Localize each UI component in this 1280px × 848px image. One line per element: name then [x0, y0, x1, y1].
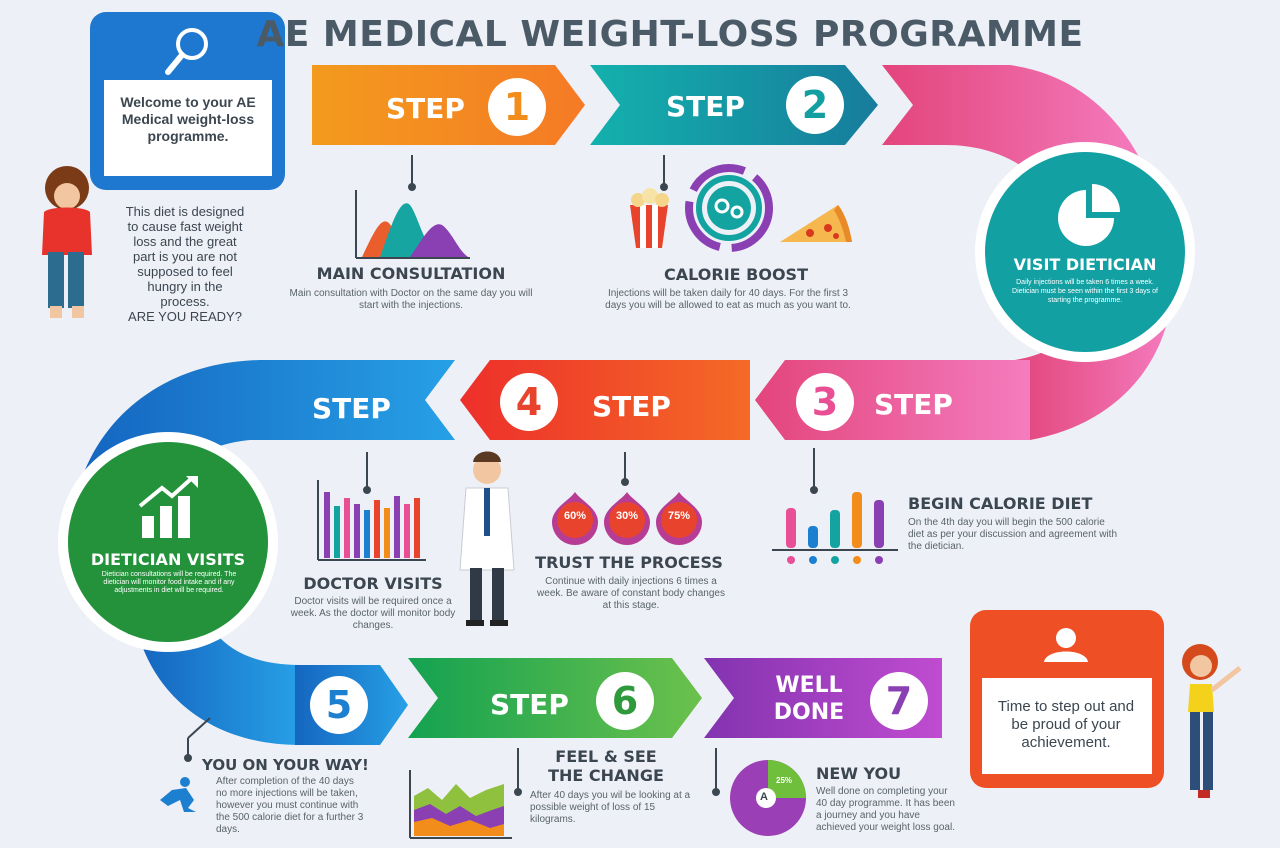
visit-dietician-heading: VISIT DIETICIAN — [1013, 255, 1157, 274]
calorie-boost-text: Injections will be taken daily for 40 da… — [605, 288, 851, 311]
drops-group — [552, 492, 702, 546]
calorie-boost-heading: CALORIE BOOST — [664, 265, 808, 284]
achievement-text: Time to step out and be proud of your ac… — [997, 698, 1135, 751]
new-you-text: Well done on completing your 40 day prog… — [816, 786, 955, 833]
step6-label: STEP — [490, 688, 569, 721]
doctor-figure — [459, 451, 515, 626]
pie-percent-label: 25% — [776, 776, 793, 785]
begin-calorie-heading: BEGIN CALORIE DIET — [908, 494, 1093, 513]
woman-after-figure — [1182, 644, 1242, 798]
stacked-area-icon — [409, 770, 512, 839]
main-consultation-text: Main consultation with Doctor on the sam… — [289, 288, 533, 311]
doctor-visits-text: Doctor visits will be required once a we… — [290, 596, 456, 631]
step3-number: 3 — [796, 373, 854, 431]
dietician-visits-text: Dietician consultations will be required… — [101, 571, 237, 594]
feel-see-text: After 40 days you wil be looking at a po… — [530, 790, 691, 825]
step4-label: STEP — [592, 390, 671, 423]
woman-before-figure — [42, 166, 92, 318]
trust-process-text: Continue with daily injections 6 times a… — [537, 576, 725, 611]
dietician-visits-heading: DIETICIAN VISITS — [90, 550, 246, 569]
visit-dietician-text: Daily injections will be taken 6 times a… — [1012, 279, 1158, 304]
step2-label: STEP — [666, 90, 745, 123]
popcorn-icon — [630, 188, 669, 248]
drop-2-label: 30% — [615, 510, 639, 522]
step2-number: 2 — [786, 76, 844, 134]
blue-curve-lower — [140, 625, 300, 745]
doctor-visits-heading: DOCTOR VISITS — [303, 574, 443, 593]
area-chart-icon — [355, 190, 470, 259]
step1-label: STEP — [386, 92, 465, 125]
step5-number: 5 — [310, 676, 368, 734]
step4-number: 4 — [500, 373, 558, 431]
begin-calorie-text: On the 4th day you will begin the 500 ca… — [908, 517, 1118, 552]
step6-number: 6 — [596, 672, 654, 730]
step1-number: 1 — [488, 78, 546, 136]
progress-pie-icon — [730, 760, 806, 836]
on-your-way-heading: YOU ON YOUR WAY! — [202, 756, 369, 774]
runner-icon — [160, 777, 196, 812]
new-you-heading: NEW YOU — [816, 764, 902, 783]
drop-1-label: 60% — [563, 510, 587, 522]
visit-dietician-circle — [985, 152, 1185, 352]
pizza-icon — [780, 205, 852, 242]
dietician-visits-circle — [68, 442, 268, 642]
pie-chart-icon — [1058, 184, 1120, 246]
step4-blue-label: STEP — [312, 392, 391, 425]
trust-process-heading: TRUST THE PROCESS — [535, 553, 723, 572]
on-your-way-text: After completion of the 40 days no more … — [216, 776, 364, 835]
pie-letter-label: A — [760, 791, 768, 803]
gears-icon — [685, 164, 773, 252]
bar-chart-icon — [317, 480, 426, 561]
drop-3-label: 75% — [667, 510, 691, 522]
main-consultation-heading: MAIN CONSULTATION — [316, 264, 506, 283]
step3-label: STEP — [874, 388, 953, 421]
growth-chart-icon — [138, 476, 198, 538]
lollipop-chart-icon — [772, 492, 898, 564]
welcome-text: Welcome to your AE Medical weight-loss p… — [120, 94, 256, 144]
step7-number: 7 — [870, 672, 928, 730]
page-title: AE MEDICAL WEIGHT-LOSS PROGRAMME — [256, 14, 1084, 55]
